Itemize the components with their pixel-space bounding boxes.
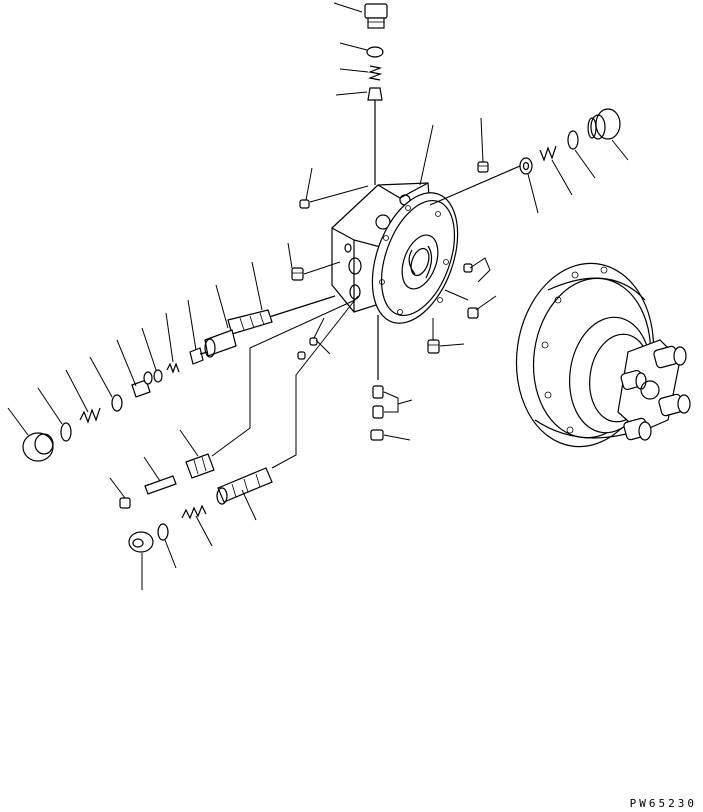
leader-line [313, 317, 325, 339]
set-screw [477, 161, 489, 173]
leader-line [383, 391, 399, 413]
leader-line [475, 295, 497, 311]
adjuster-screw [131, 371, 153, 398]
small-spring [166, 362, 180, 374]
right-spring [539, 145, 557, 162]
lower-spring [181, 504, 207, 520]
leader-line [419, 124, 434, 186]
leader-line [303, 261, 341, 275]
leader-line [211, 299, 356, 457]
pin [144, 475, 177, 495]
leader-line [89, 356, 113, 398]
leader-line [551, 159, 573, 196]
hub-bolt [653, 345, 687, 369]
spool-short [185, 453, 215, 479]
leader-line [339, 68, 369, 73]
body-plug-lower [427, 339, 440, 354]
right-washer [519, 157, 533, 175]
leader-line [271, 295, 359, 469]
center-line [265, 295, 336, 319]
leader-line [305, 167, 313, 201]
leader-line [143, 456, 161, 482]
leader-line [383, 434, 411, 441]
bottom-bolt [370, 429, 384, 441]
leader-line [439, 343, 465, 347]
leader-line [7, 407, 29, 436]
leader-line [527, 173, 539, 214]
hub-bolt [658, 393, 691, 417]
leader-line [611, 139, 629, 161]
flange-bolt [463, 263, 473, 273]
plug-pair [372, 385, 384, 419]
washer [111, 394, 123, 412]
leader-line [339, 42, 368, 51]
leader-line [116, 339, 137, 387]
top-spring [367, 65, 383, 81]
right-o-ring [567, 130, 579, 150]
leader-line [187, 299, 197, 351]
top-check-valve [367, 87, 383, 185]
leader-line [315, 339, 331, 355]
leader-line [109, 477, 126, 499]
leader-line [333, 2, 363, 13]
right-plug [587, 108, 621, 140]
leader-line [179, 429, 199, 457]
body-plug [291, 267, 304, 281]
left-plug [22, 432, 54, 462]
hub-bolt [620, 369, 647, 391]
top-plug [364, 3, 388, 29]
poppet [189, 347, 209, 365]
leader-line [287, 242, 293, 269]
leader-line [444, 289, 469, 301]
leader-line [215, 284, 229, 329]
lower-o-ring [157, 523, 169, 541]
flange-bolt [467, 307, 479, 319]
left-spring [79, 407, 101, 424]
left-o-ring [60, 422, 72, 442]
small-screw [297, 337, 318, 360]
leader-line [397, 399, 413, 405]
lower-plug [128, 531, 154, 553]
top-o-ring [366, 46, 384, 58]
leader-line [141, 327, 157, 371]
leader-line [164, 539, 177, 569]
leader-line [309, 185, 369, 203]
leader-line [65, 369, 89, 413]
leader-line [165, 312, 174, 363]
leader-line [37, 387, 63, 425]
leader-line [469, 257, 491, 283]
leader-line [251, 261, 263, 311]
spool-lower [216, 467, 273, 505]
small-screw [299, 199, 310, 209]
leader-line [335, 91, 368, 96]
spool-long [204, 309, 273, 358]
motor-housing [515, 262, 691, 448]
leader-line [241, 489, 257, 521]
center-line [429, 165, 521, 206]
body-flange [371, 192, 459, 324]
small-plug [119, 497, 131, 509]
leader-line [480, 117, 484, 163]
leader-line [574, 149, 596, 179]
leader-line [195, 515, 213, 547]
small-o-ring [153, 369, 163, 383]
hub-bolt [623, 417, 652, 441]
drawing-number: PW65230 [629, 797, 697, 810]
